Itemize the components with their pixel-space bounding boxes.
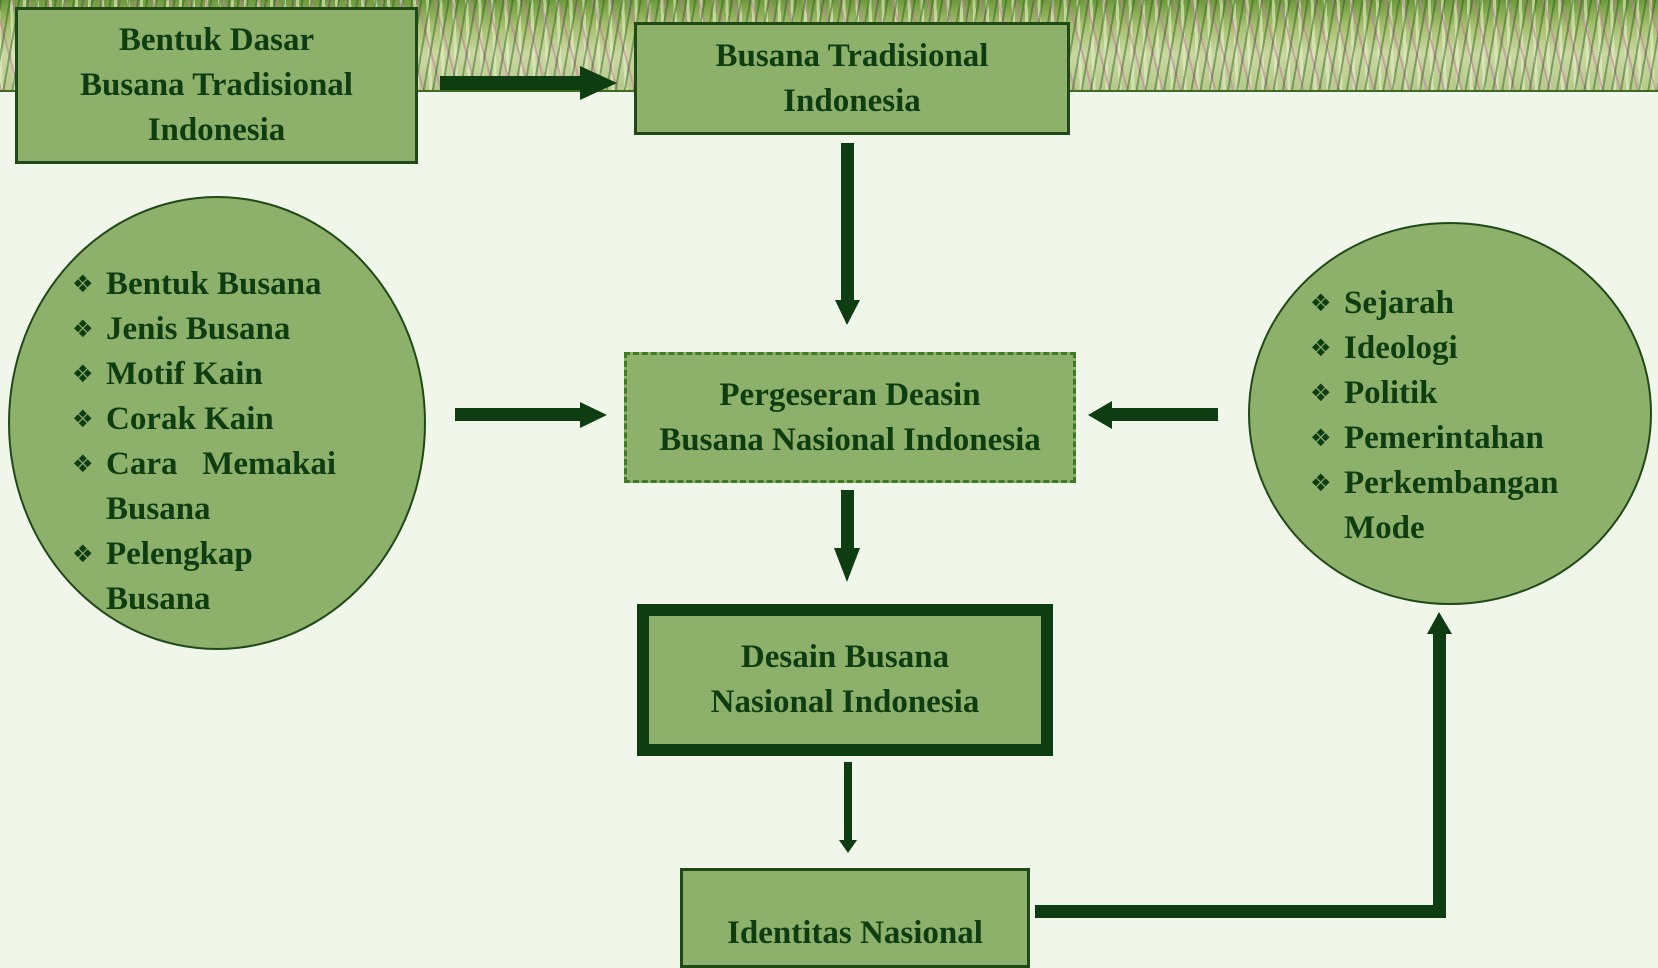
diamond-bullet-icon: ❖ [1310, 289, 1332, 317]
left-ellipse-list: ❖ Bentuk Busana ❖ Jenis Busana ❖ Motif Kain… [72, 262, 402, 622]
list-item-label: Jenis Busana [106, 311, 291, 347]
list-item-label: Perkembangan Mode [1344, 465, 1559, 546]
right-ellipse [1248, 222, 1652, 605]
diamond-bullet-icon: ❖ [1310, 334, 1332, 362]
list-item: ❖ Sejarah [1310, 281, 1610, 326]
list-item: ❖ Jenis Busana [72, 307, 402, 352]
diamond-bullet-icon: ❖ [1310, 379, 1332, 407]
list-item-label: Bentuk Busana [106, 266, 322, 302]
list-item-label: Ideologi [1344, 330, 1458, 366]
diamond-bullet-icon: ❖ [72, 450, 94, 478]
node-busana-tradisional-label: Busana Tradisional Indonesia [715, 37, 989, 119]
list-item: ❖ Pelengkap Busana [72, 532, 402, 622]
node-bentuk-dasar: Bentuk Dasar Busana Tradisional Indonesi… [15, 7, 418, 164]
list-item: ❖ Cara Memakai Busana [72, 442, 402, 532]
diamond-bullet-icon: ❖ [1310, 469, 1332, 497]
arrowhead-left-to-pergeseran [580, 402, 607, 428]
list-item: ❖ Bentuk Busana [72, 262, 402, 307]
node-busana-tradisional: Busana Tradisional Indonesia [634, 22, 1070, 135]
node-pergeseran-label: Pergeseran Deasin Busana Nasional Indone… [659, 376, 1041, 458]
diamond-bullet-icon: ❖ [72, 405, 94, 433]
arrowhead-dasar-to-tradisional [580, 66, 617, 100]
arrow-dasar-to-tradisional [440, 76, 585, 90]
diamond-bullet-icon: ❖ [72, 540, 94, 568]
list-item-label: Motif Kain [106, 356, 263, 392]
list-item: ❖ Ideologi [1310, 326, 1610, 371]
right-ellipse-list: ❖ Sejarah ❖ Ideologi ❖ Politik ❖ Pemerintaha… [1310, 281, 1610, 551]
arrow-right-to-pergeseran [1110, 408, 1218, 421]
list-item-label: Pemerintahan [1344, 420, 1544, 456]
list-item-label: Pelengkap Busana [106, 536, 253, 617]
arrow-identitas-elbow-v [1433, 630, 1446, 918]
arrow-desain-to-identitas [844, 762, 852, 842]
node-bentuk-dasar-label: Bentuk Dasar Busana Tradisional Indonesi… [80, 22, 353, 148]
arrow-pergeseran-to-desain [841, 490, 854, 550]
arrow-identitas-elbow-h [1035, 905, 1446, 918]
node-desain-busana-label: Desain Busana Nasional Indonesia [710, 639, 980, 720]
arrowhead-identitas-to-right [1427, 612, 1452, 634]
list-item: ❖ Perkembangan Mode [1310, 461, 1610, 551]
list-item: ❖ Motif Kain [72, 352, 402, 397]
diamond-bullet-icon: ❖ [72, 360, 94, 388]
diamond-bullet-icon: ❖ [72, 315, 94, 343]
list-item-label: Politik [1344, 375, 1438, 411]
node-desain-busana: Desain Busana Nasional Indonesia [637, 604, 1053, 756]
node-identitas-nasional-label: Identitas Nasional [727, 915, 983, 951]
arrow-left-to-pergeseran [455, 408, 585, 421]
list-item: ❖ Pemerintahan [1310, 416, 1610, 461]
arrowhead-pergeseran-to-desain [834, 548, 860, 582]
arrowhead-tradisional-to-pergeseran [835, 300, 860, 325]
node-pergeseran: Pergeseran Deasin Busana Nasional Indone… [624, 352, 1076, 483]
list-item-label: Corak Kain [106, 401, 274, 437]
arrowhead-desain-to-identitas [839, 840, 857, 853]
arrow-tradisional-to-pergeseran [841, 143, 854, 303]
left-ellipse [8, 196, 426, 650]
list-item-label: Cara Memakai Busana [106, 446, 337, 527]
diamond-bullet-icon: ❖ [1310, 424, 1332, 452]
diamond-bullet-icon: ❖ [72, 270, 94, 298]
arrowhead-right-to-pergeseran [1088, 401, 1112, 429]
node-identitas-nasional: Identitas Nasional [680, 868, 1030, 968]
list-item: ❖ Politik [1310, 371, 1610, 416]
list-item: ❖ Corak Kain [72, 397, 402, 442]
list-item-label: Sejarah [1344, 285, 1454, 321]
